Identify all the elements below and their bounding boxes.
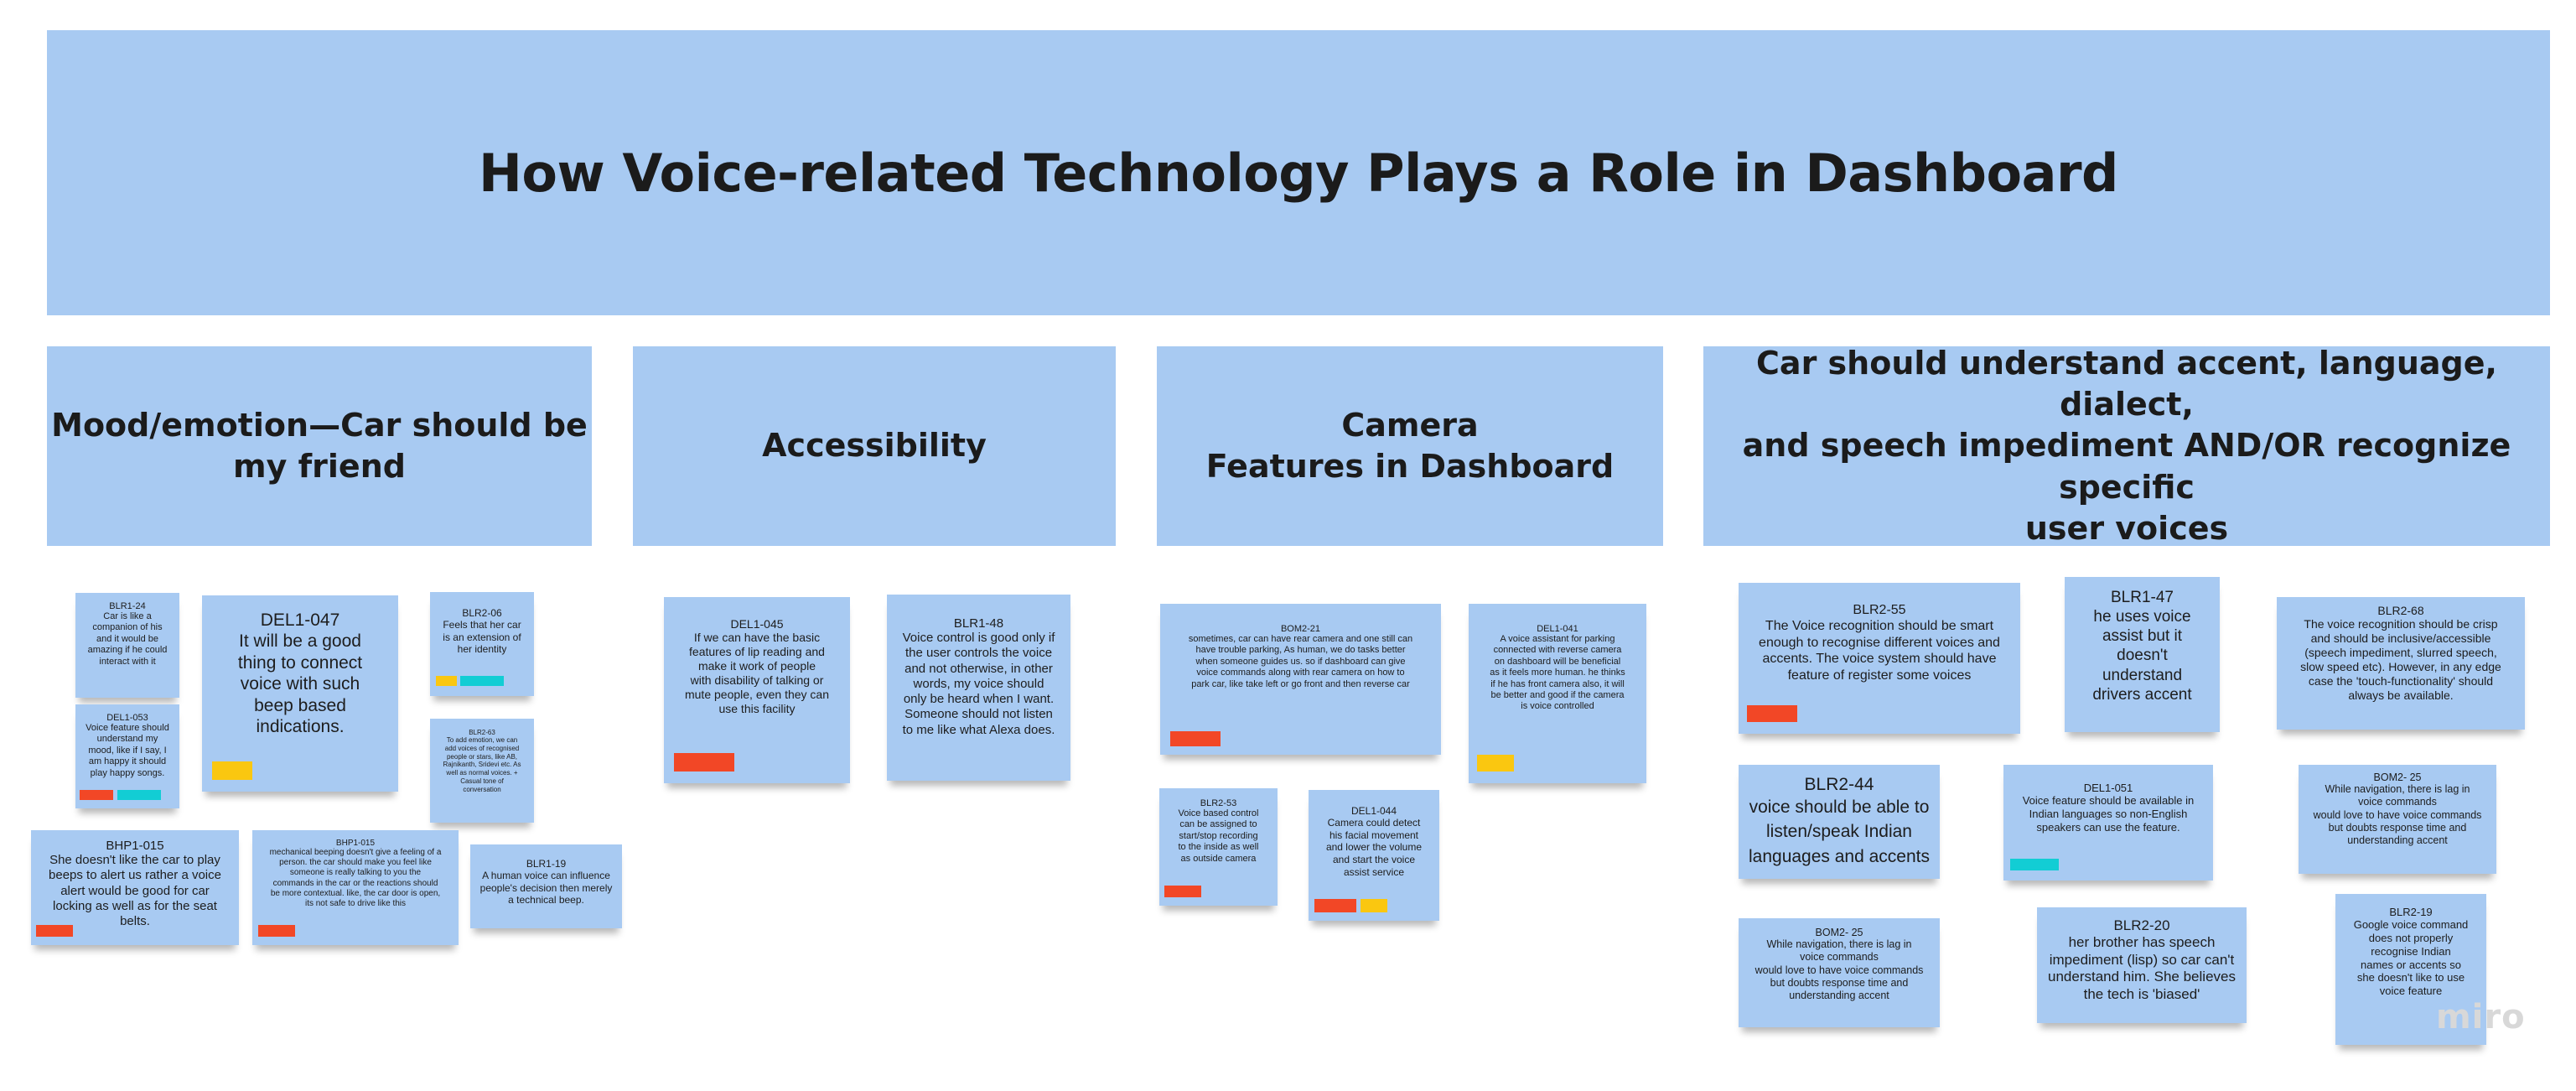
note-text: While navigation, there is lag in voice … [2313,783,2482,846]
yellow-tag [436,676,457,686]
note-text: Voice control is good only if the user c… [902,631,1055,737]
red-tag [1164,886,1201,897]
sticky-note[interactable]: DEL1-044 Camera could detect his facial … [1309,790,1439,921]
note-text: Voice feature should be available in Ind… [2022,794,2195,834]
note-code: BHP1-015 [335,839,376,848]
note-code: BOM2- 25 [1815,927,1863,938]
note-code: BLR1-19 [526,858,567,870]
note-text: Car is like a companion of his and it wo… [87,611,168,667]
sticky-note[interactable]: BHP1-015 She doesn't like the car to pla… [31,830,239,945]
sticky-note[interactable]: BLR1-19 A human voice can influence peop… [470,844,622,928]
sticky-note[interactable]: BLR2-20 her brother has speech impedimen… [2037,907,2247,1023]
sticky-note[interactable]: DEL1-041 A voice assistant for parking c… [1469,604,1646,783]
note-code: BLR2-63 [469,729,495,736]
sticky-note[interactable]: BLR2-53 Voice based control can be assig… [1159,788,1278,906]
note-text: While navigation, there is lag in voice … [1754,938,1924,1001]
miro-logo: miro [2436,998,2526,1036]
sticky-note[interactable]: DEL1-053 Voice feature should understand… [75,704,179,808]
red-tag [1170,731,1221,746]
note-text: Camera could detect his facial movement … [1325,817,1423,878]
note-code: DEL1-053 [106,713,148,723]
sticky-note[interactable]: BLR2-68 The voice recognition should be … [2277,597,2525,730]
yellow-tag [1361,899,1387,912]
sticky-note[interactable]: DEL1-045 If we can have the basic featur… [664,597,850,783]
note-code: BLR2-44 [1804,775,1874,794]
sticky-note[interactable]: BLR2-44 voice should be able to listen/s… [1739,765,1940,879]
board-title-frame[interactable]: How Voice-related Technology Plays a Rol… [47,30,2550,315]
sticky-note[interactable]: BLR1-48 Voice control is good only if th… [887,595,1070,781]
note-text: he uses voice assist but it doesn't unde… [2092,608,2192,704]
note-code: BLR2-19 [2389,906,2433,918]
column-title: Camera Features in Dashboard [1205,406,1615,485]
note-code: BOM2- 25 [2373,771,2422,783]
sticky-note[interactable]: BLR2-55 The Voice recognition should be … [1739,583,2020,734]
note-code: BLR1-47 [2111,589,2174,606]
sticky-note[interactable]: BOM2-21 sometimes, car can have rear cam… [1160,604,1441,755]
cyan-tag [117,790,161,800]
note-text: Voice feature should understand my mood,… [86,723,169,778]
note-code: BLR1-24 [109,601,146,611]
note-text: If we can have the basic features of lip… [684,631,829,716]
note-text: Feels that her car is an extension of he… [443,619,521,656]
red-tag [80,790,113,800]
yellow-tag [212,761,252,780]
note-text: Google voice command does not properly r… [2353,918,2469,998]
red-tag [258,925,295,937]
sticky-note[interactable]: BLR2-06 Feels that her car is an extensi… [430,592,534,696]
column-title: Mood/emotion—Car should be my friend [51,406,588,485]
note-code: BLR2-06 [462,607,502,619]
cyan-tag [2010,859,2059,870]
note-text: mechanical beeping doesn't give a feelin… [269,848,442,908]
note-text: A voice assistant for parking connected … [1490,634,1625,712]
board-title: How Voice-related Technology Plays a Rol… [479,142,2118,204]
note-text: It will be a good thing to connect voice… [237,631,363,737]
red-tag [1747,705,1797,722]
note-text: her brother has speech impediment (lisp)… [2048,934,2236,1003]
column-header-accent[interactable]: Car should understand accent, language, … [1703,345,2550,547]
note-code: DEL1-045 [730,617,784,631]
note-code: DEL1-051 [2083,782,2133,794]
sticky-note[interactable]: BHP1-015 mechanical beeping doesn't give… [252,830,459,945]
note-text: Voice based control can be assigned to s… [1178,808,1259,864]
note-text: A human voice can influence people's dec… [479,870,613,907]
sticky-note[interactable]: BOM2- 25 While navigation, there is lag … [1739,918,1940,1027]
red-tag [1314,899,1356,912]
red-tag [36,925,73,937]
sticky-note[interactable]: BOM2- 25 While navigation, there is lag … [2299,765,2496,874]
sticky-note[interactable]: BLR1-24 Car is like a companion of his a… [75,593,179,698]
sticky-note[interactable]: BLR2-63 To add emotion, we can add voice… [430,719,534,823]
note-code: BLR2-68 [2377,604,2424,617]
note-code: BOM2-21 [1280,624,1321,634]
note-code: BLR2-53 [1200,798,1237,808]
note-text: To add emotion, we can add voices of rec… [443,736,521,793]
note-text: The voice recognition should be crisp an… [2300,617,2501,703]
column-header-accessibility[interactable]: Accessibility [633,346,1116,546]
column-header-camera[interactable]: Camera Features in Dashboard [1157,346,1663,546]
red-tag [674,753,734,771]
column-title: Accessibility [762,427,987,465]
column-title: Car should understand accent, language, … [1742,344,2511,548]
note-code: DEL1-041 [1537,624,1578,634]
column-header-mood[interactable]: Mood/emotion—Car should be my friend [47,346,592,546]
yellow-tag [1477,755,1514,771]
note-code: BLR1-48 [953,616,1004,631]
note-code: BLR2-55 [1853,603,1906,617]
cyan-tag [460,676,504,686]
note-text: sometimes, car can have rear camera and … [1188,634,1413,689]
note-text: She doesn't like the car to play beeps t… [49,853,221,929]
note-text: The Voice recognition should be smart en… [1759,619,2000,683]
note-text: voice should be able to listen/speak Ind… [1749,797,1930,866]
note-code: DEL1-044 [1350,805,1397,817]
sticky-note[interactable]: DEL1-047 It will be a good thing to conn… [202,595,398,792]
note-code: BLR2-20 [2113,917,2170,933]
sticky-note[interactable]: DEL1-051 Voice feature should be availab… [2003,765,2213,881]
sticky-note[interactable]: BLR2-19 Google voice command does not pr… [2335,894,2486,1045]
note-code: DEL1-047 [260,610,340,630]
note-code: BHP1-015 [106,839,164,853]
sticky-note[interactable]: BLR1-47 he uses voice assist but it does… [2065,577,2220,732]
